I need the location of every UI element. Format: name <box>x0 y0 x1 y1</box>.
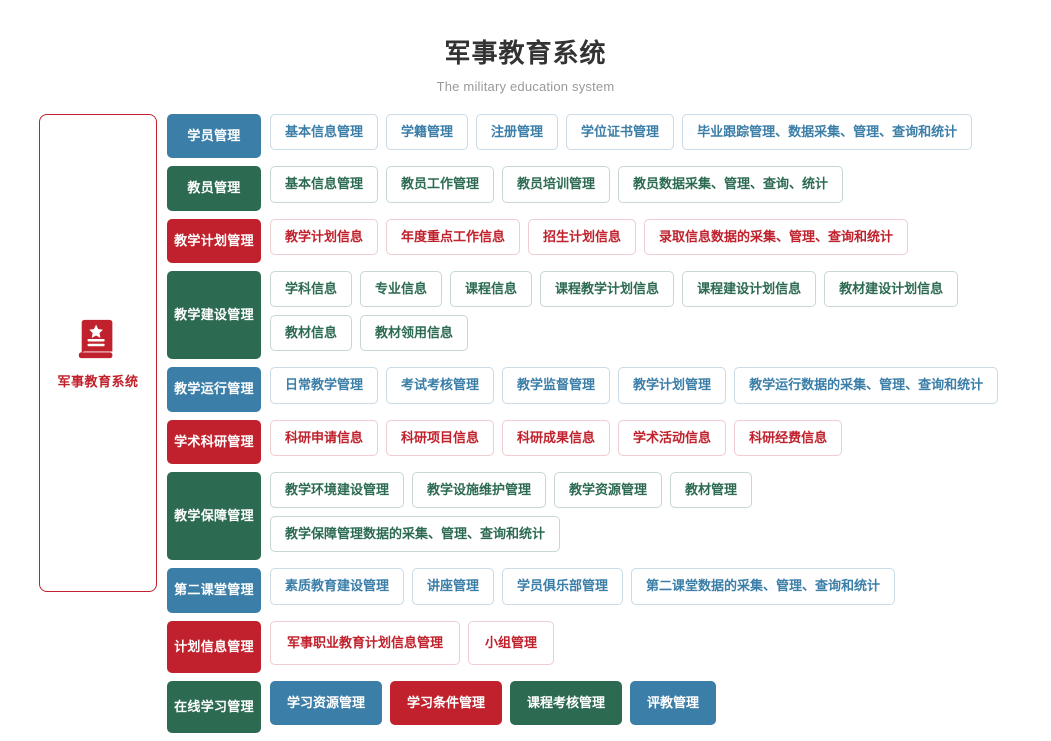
book-star-icon <box>75 316 121 362</box>
module-item-button[interactable]: 教员工作管理 <box>386 166 495 203</box>
module-item-button[interactable]: 教材信息 <box>270 315 353 352</box>
module-row-items: 教学环境建设管理教学设施维护管理教学资源管理教材管理教学保障管理数据的采集、管理… <box>270 471 1051 561</box>
module-item-button[interactable]: 教学计划管理 <box>618 367 727 404</box>
module-item-button[interactable]: 课程建设计划信息 <box>682 270 817 308</box>
module-row-head[interactable]: 第二课堂管理 <box>167 568 261 613</box>
content-area: 军事教育系统 学员管理基本信息管理学籍管理注册管理学位证书管理毕业跟踪管理、数据… <box>0 94 1051 741</box>
module-item-button[interactable]: 科研申请信息 <box>270 419 379 456</box>
module-row: 计划信息管理军事职业教育计划信息管理小组管理 <box>167 620 1051 673</box>
module-row-items: 科研申请信息科研项目信息科研成果信息学术活动信息科研经费信息 <box>270 419 1051 464</box>
module-row: 教学计划管理教学计划信息年度重点工作信息招生计划信息录取信息数据的采集、管理、查… <box>167 218 1051 263</box>
module-item-button[interactable]: 评教管理 <box>630 680 717 726</box>
module-item-button[interactable]: 教材建设计划信息 <box>824 270 959 308</box>
module-row-items: 基本信息管理学籍管理注册管理学位证书管理毕业跟踪管理、数据采集、管理、查询和统计 <box>270 114 1051 158</box>
page-subtitle: The military education system <box>436 79 615 95</box>
module-item-button[interactable]: 毕业跟踪管理、数据采集、管理、查询和统计 <box>682 114 973 151</box>
module-row: 教学运行管理日常教学管理考试考核管理教学监督管理教学计划管理教学运行数据的采集、… <box>167 367 1051 412</box>
module-item-button[interactable]: 注册管理 <box>476 114 559 151</box>
module-row-items: 基本信息管理教员工作管理教员培训管理教员数据采集、管理、查询、统计 <box>270 166 1051 210</box>
module-row-items: 教学计划信息年度重点工作信息招生计划信息录取信息数据的采集、管理、查询和统计 <box>270 218 1051 263</box>
module-item-button[interactable]: 讲座管理 <box>412 568 495 605</box>
page-title: 军事教育系统 <box>444 38 607 68</box>
module-item-button[interactable]: 学习资源管理 <box>270 680 383 726</box>
sidebar-system-label: 军事教育系统 <box>57 374 139 390</box>
module-item-button[interactable]: 教学设施维护管理 <box>412 471 547 509</box>
module-item-button[interactable]: 学员俱乐部管理 <box>502 568 624 605</box>
module-item-button[interactable]: 课程考核管理 <box>510 680 623 726</box>
module-row-items: 日常教学管理考试考核管理教学监督管理教学计划管理教学运行数据的采集、管理、查询和… <box>270 367 1051 411</box>
module-item-button[interactable]: 教学保障管理数据的采集、管理、查询和统计 <box>270 516 561 553</box>
module-item-button[interactable]: 学习条件管理 <box>390 680 503 726</box>
module-item-button[interactable]: 基本信息管理 <box>270 114 379 151</box>
module-item-button[interactable]: 专业信息 <box>360 270 443 308</box>
module-rows: 学员管理基本信息管理学籍管理注册管理学位证书管理毕业跟踪管理、数据采集、管理、查… <box>167 114 1051 741</box>
module-row: 教员管理基本信息管理教员工作管理教员培训管理教员数据采集、管理、查询、统计 <box>167 166 1051 211</box>
module-item-button[interactable]: 招生计划信息 <box>528 218 637 255</box>
module-row-head[interactable]: 学术科研管理 <box>167 419 261 464</box>
module-row-head[interactable]: 在线学习管理 <box>167 680 261 734</box>
module-row-head[interactable]: 教学计划管理 <box>167 218 261 263</box>
module-item-button[interactable]: 录取信息数据的采集、管理、查询和统计 <box>644 218 909 255</box>
module-item-button[interactable]: 年度重点工作信息 <box>386 218 521 255</box>
module-item-button[interactable]: 日常教学管理 <box>270 367 379 404</box>
module-item-button[interactable]: 军事职业教育计划信息管理 <box>270 620 461 665</box>
module-row-head[interactable]: 教员管理 <box>167 166 261 211</box>
module-item-button[interactable]: 教学环境建设管理 <box>270 471 405 509</box>
module-row: 在线学习管理学习资源管理学习条件管理课程考核管理评教管理 <box>167 680 1051 734</box>
module-item-button[interactable]: 教学运行数据的采集、管理、查询和统计 <box>734 367 999 404</box>
module-row-items: 学科信息专业信息课程信息课程教学计划信息课程建设计划信息教材建设计划信息教材信息… <box>270 270 1051 360</box>
module-item-button[interactable]: 课程教学计划信息 <box>540 270 675 308</box>
module-item-button[interactable]: 教学监督管理 <box>502 367 611 404</box>
module-item-button[interactable]: 教员数据采集、管理、查询、统计 <box>618 166 844 203</box>
module-row-items: 军事职业教育计划信息管理小组管理 <box>270 620 1051 673</box>
module-item-button[interactable]: 学位证书管理 <box>566 114 675 151</box>
sidebar-system-card[interactable]: 军事教育系统 <box>39 114 157 593</box>
module-row-head[interactable]: 教学建设管理 <box>167 270 261 360</box>
module-item-button[interactable]: 科研经费信息 <box>734 419 843 456</box>
module-item-button[interactable]: 科研成果信息 <box>502 419 611 456</box>
module-item-button[interactable]: 教员培训管理 <box>502 166 611 203</box>
module-item-button[interactable]: 学籍管理 <box>386 114 469 151</box>
module-item-button[interactable]: 教材领用信息 <box>360 315 469 352</box>
module-row-head[interactable]: 计划信息管理 <box>167 620 261 673</box>
module-item-button[interactable]: 教学计划信息 <box>270 218 379 255</box>
module-item-button[interactable]: 基本信息管理 <box>270 166 379 203</box>
module-item-button[interactable]: 教材管理 <box>670 471 753 509</box>
module-item-button[interactable]: 考试考核管理 <box>386 367 495 404</box>
module-row: 学员管理基本信息管理学籍管理注册管理学位证书管理毕业跟踪管理、数据采集、管理、查… <box>167 114 1051 159</box>
module-item-button[interactable]: 第二课堂数据的采集、管理、查询和统计 <box>631 568 896 605</box>
module-item-button[interactable]: 教学资源管理 <box>554 471 663 509</box>
module-item-button[interactable]: 学术活动信息 <box>618 419 727 456</box>
module-item-button[interactable]: 科研项目信息 <box>386 419 495 456</box>
page-header: 军事教育系统 The military education system <box>0 0 1051 94</box>
module-row: 教学建设管理学科信息专业信息课程信息课程教学计划信息课程建设计划信息教材建设计划… <box>167 270 1051 360</box>
module-row: 第二课堂管理素质教育建设管理讲座管理学员俱乐部管理第二课堂数据的采集、管理、查询… <box>167 568 1051 613</box>
module-row-head[interactable]: 教学运行管理 <box>167 367 261 412</box>
module-row: 学术科研管理科研申请信息科研项目信息科研成果信息学术活动信息科研经费信息 <box>167 419 1051 464</box>
module-item-button[interactable]: 小组管理 <box>468 620 555 665</box>
module-row-head[interactable]: 学员管理 <box>167 114 261 159</box>
module-row-head[interactable]: 教学保障管理 <box>167 471 261 561</box>
module-row-items: 素质教育建设管理讲座管理学员俱乐部管理第二课堂数据的采集、管理、查询和统计 <box>270 568 1051 612</box>
module-item-button[interactable]: 素质教育建设管理 <box>270 568 405 605</box>
module-item-button[interactable]: 学科信息 <box>270 270 353 308</box>
module-row-items: 学习资源管理学习条件管理课程考核管理评教管理 <box>270 680 1051 733</box>
module-item-button[interactable]: 课程信息 <box>450 270 533 308</box>
module-row: 教学保障管理教学环境建设管理教学设施维护管理教学资源管理教材管理教学保障管理数据… <box>167 471 1051 561</box>
